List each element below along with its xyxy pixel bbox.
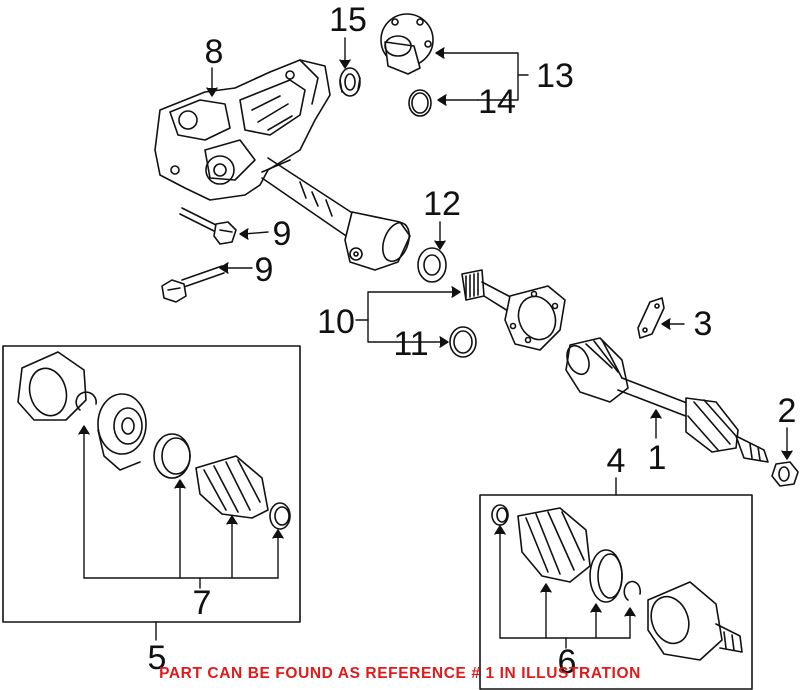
callout-7: 7 <box>192 584 212 622</box>
bracket-3 <box>637 297 665 339</box>
bolt-upper <box>179 207 237 245</box>
bolt-lower <box>161 265 225 303</box>
seal-15 <box>339 67 361 97</box>
callout-5: 5 <box>147 639 167 677</box>
callout-9-lower: 9 <box>254 251 274 289</box>
stub-shaft-10 <box>461 269 566 351</box>
axle-nut-2 <box>771 461 799 487</box>
leader-lines <box>78 37 793 649</box>
flange-13 <box>380 13 434 75</box>
callout-11: 11 <box>393 325 429 363</box>
callout-4: 4 <box>606 442 626 480</box>
axle-shaft-assembly <box>565 337 769 463</box>
callout-12: 12 <box>423 185 461 223</box>
boot-kit-box-4 <box>479 494 753 690</box>
boot-kit-box-5 <box>2 345 301 623</box>
seal-12 <box>417 247 447 283</box>
callout-9-upper: 9 <box>272 215 292 253</box>
callout-6: 6 <box>557 643 577 681</box>
differential-housing <box>154 59 331 201</box>
callout-15: 15 <box>329 1 367 39</box>
callout-2: 2 <box>777 392 797 430</box>
o-ring-11 <box>449 326 477 358</box>
axle-tube <box>261 157 411 271</box>
callout-1: 1 <box>647 439 667 477</box>
callout-8: 8 <box>204 33 224 71</box>
callout-13: 13 <box>536 57 574 95</box>
callout-14: 14 <box>478 83 516 121</box>
callout-10: 10 <box>317 303 355 341</box>
reference-notice: PART CAN BE FOUND AS REFERENCE # 1 IN IL… <box>159 665 641 682</box>
callout-3: 3 <box>693 305 713 343</box>
o-ring-14 <box>408 89 432 117</box>
